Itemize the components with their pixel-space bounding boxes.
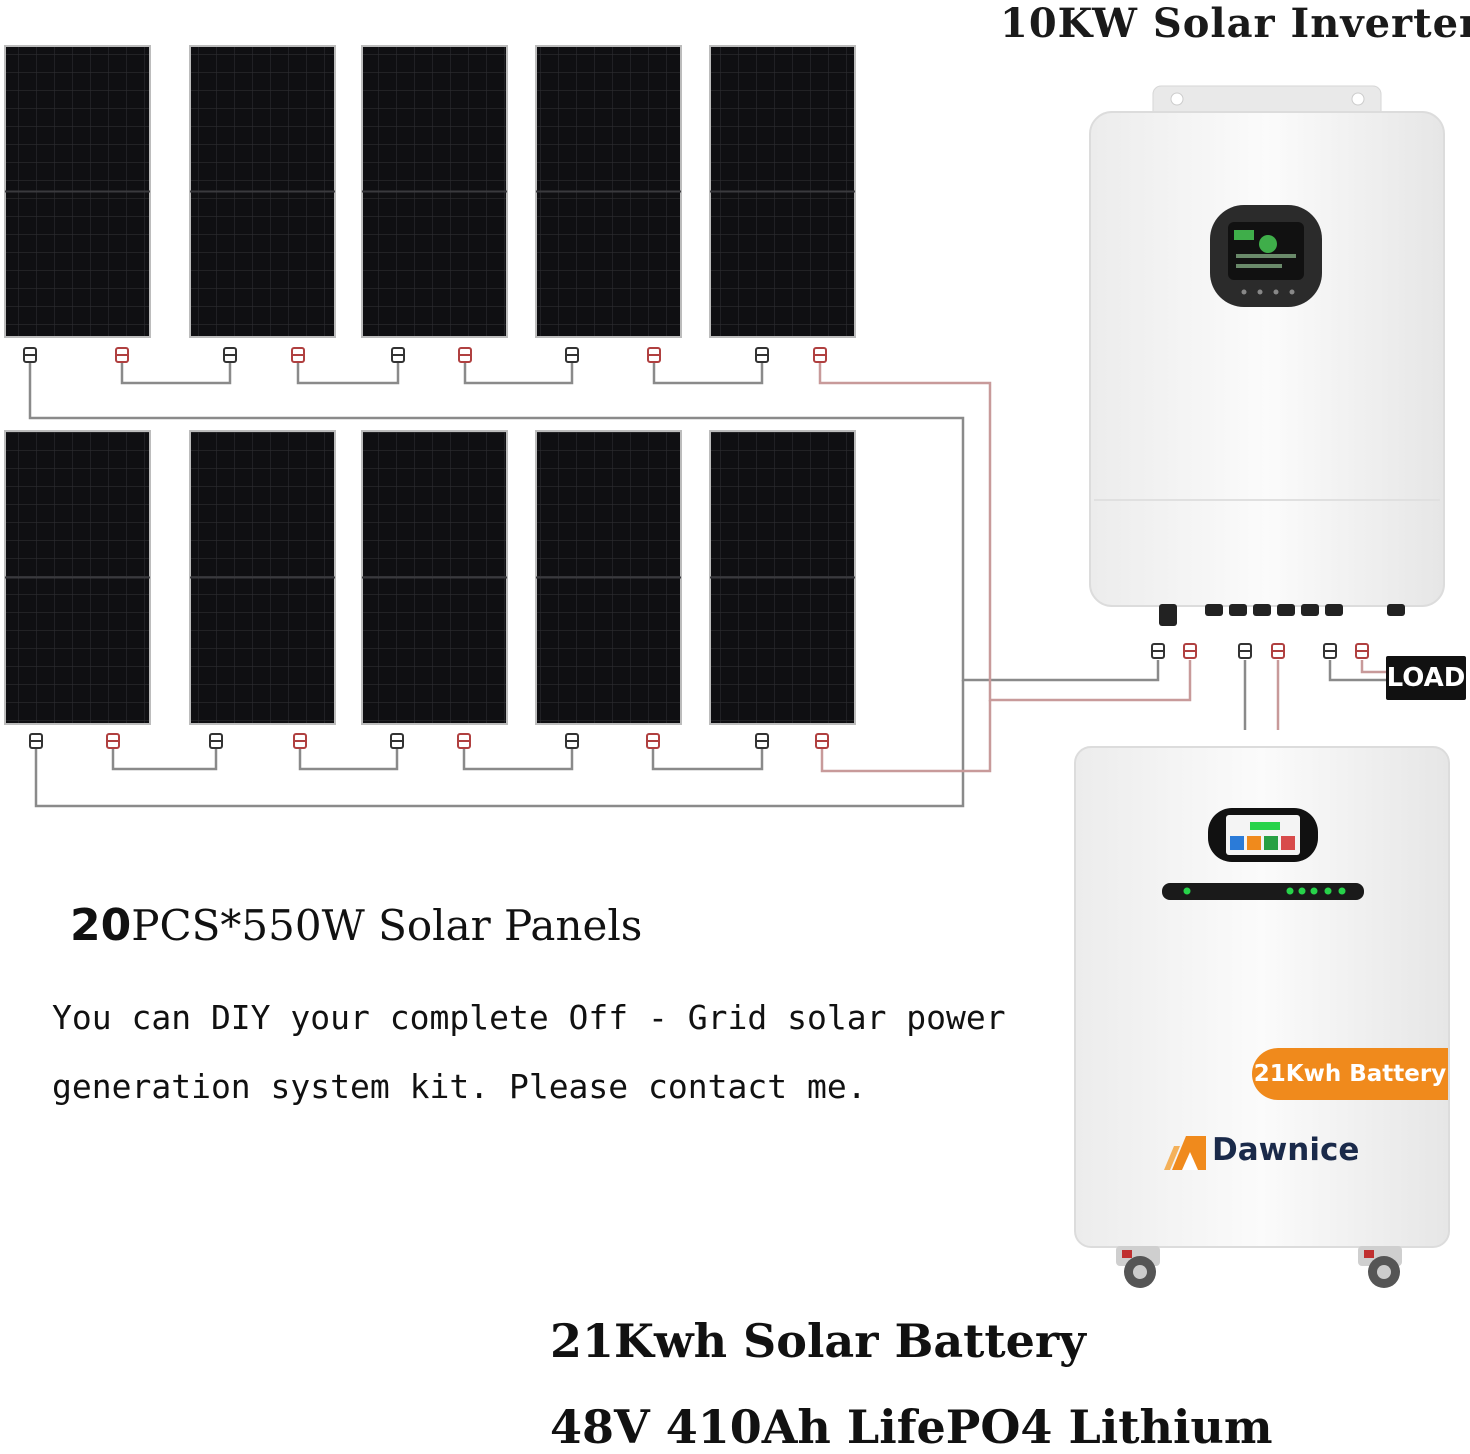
battery-capacity-label: 21Kwh Battery	[1252, 1048, 1448, 1100]
wire	[28, 362, 1160, 682]
solar-panel	[4, 430, 151, 725]
wire	[651, 748, 764, 771]
solar-panel	[4, 45, 151, 338]
inverter-unit	[1089, 85, 1445, 626]
mc4-connector-icon	[291, 347, 305, 363]
solar-panel	[535, 430, 682, 725]
mc4-connector-icon	[458, 347, 472, 363]
battery-title-line-2: 48V 410Ah LifePO4 Lithium	[550, 1400, 1273, 1454]
solar-panel	[535, 45, 682, 338]
wiring	[28, 362, 1386, 808]
description-line-2: generation system kit. Please contact me…	[52, 1067, 867, 1106]
wire	[1328, 660, 1386, 682]
battery-title-line-1: 21Kwh Solar Battery	[550, 1314, 1086, 1368]
description-line-1: You can DIY your complete Off - Grid sol…	[52, 998, 1006, 1037]
mc4-connector-icon	[106, 733, 120, 749]
mc4-connector-icon	[1355, 643, 1369, 659]
mc4-connector-icon	[223, 347, 237, 363]
mc4-connector-icon	[755, 733, 769, 749]
mc4-connector-icon	[755, 347, 769, 363]
wire	[652, 362, 764, 385]
mc4-connector-icon	[115, 347, 129, 363]
mc4-connector-icon	[815, 733, 829, 749]
wire	[463, 362, 574, 385]
wire	[820, 700, 992, 773]
inverter-title: 10KW Solar Inverter	[1000, 0, 1470, 47]
wire	[298, 748, 399, 771]
mc4-connector-icon	[29, 733, 43, 749]
inverter-ports	[1159, 604, 1405, 626]
mc4-connector-icon	[1183, 643, 1197, 659]
battery-unit	[1074, 746, 1450, 1288]
load-tag: LOAD	[1386, 656, 1466, 700]
mc4-connector-icon	[23, 347, 37, 363]
mc4-connector-icon	[209, 733, 223, 749]
solar-panel	[361, 430, 508, 725]
mc4-connector-icon	[390, 733, 404, 749]
wire	[111, 748, 218, 771]
mc4-connector-icon	[646, 733, 660, 749]
brand-name: Dawnice	[1212, 1132, 1360, 1168]
panels-count: 20	[70, 900, 132, 951]
wire	[1360, 660, 1386, 674]
mc4-connector-icon	[457, 733, 471, 749]
panels-title: 20PCS*550W Solar Panels	[70, 900, 642, 951]
panels-title-text: PCS*550W Solar Panels	[131, 901, 643, 950]
wire	[34, 680, 965, 808]
solar-panel	[709, 45, 856, 338]
mc4-connector-icon	[1238, 643, 1252, 659]
battery-wheel-right	[1358, 1246, 1402, 1288]
panel-connectors	[23, 347, 1369, 749]
battery-wheel-left	[1116, 1246, 1160, 1288]
mc4-connector-icon	[391, 347, 405, 363]
solar-panel	[189, 45, 336, 338]
solar-panel	[189, 430, 336, 725]
battery-led-bar	[1162, 883, 1364, 900]
mc4-connector-icon	[565, 347, 579, 363]
solar-panel-array	[4, 45, 856, 725]
solar-panel	[709, 430, 856, 725]
mc4-connector-icon	[1271, 643, 1285, 659]
wire	[818, 362, 1192, 702]
wire	[296, 362, 400, 385]
solar-panel	[361, 45, 508, 338]
mc4-connector-icon	[565, 733, 579, 749]
mc4-connector-icon	[293, 733, 307, 749]
dawnice-logo-icon	[1164, 1136, 1206, 1170]
mc4-connector-icon	[1323, 643, 1337, 659]
wire	[120, 362, 232, 385]
mc4-connector-icon	[647, 347, 661, 363]
mc4-connector-icon	[1151, 643, 1165, 659]
mc4-connector-icon	[813, 347, 827, 363]
wire	[462, 748, 574, 771]
